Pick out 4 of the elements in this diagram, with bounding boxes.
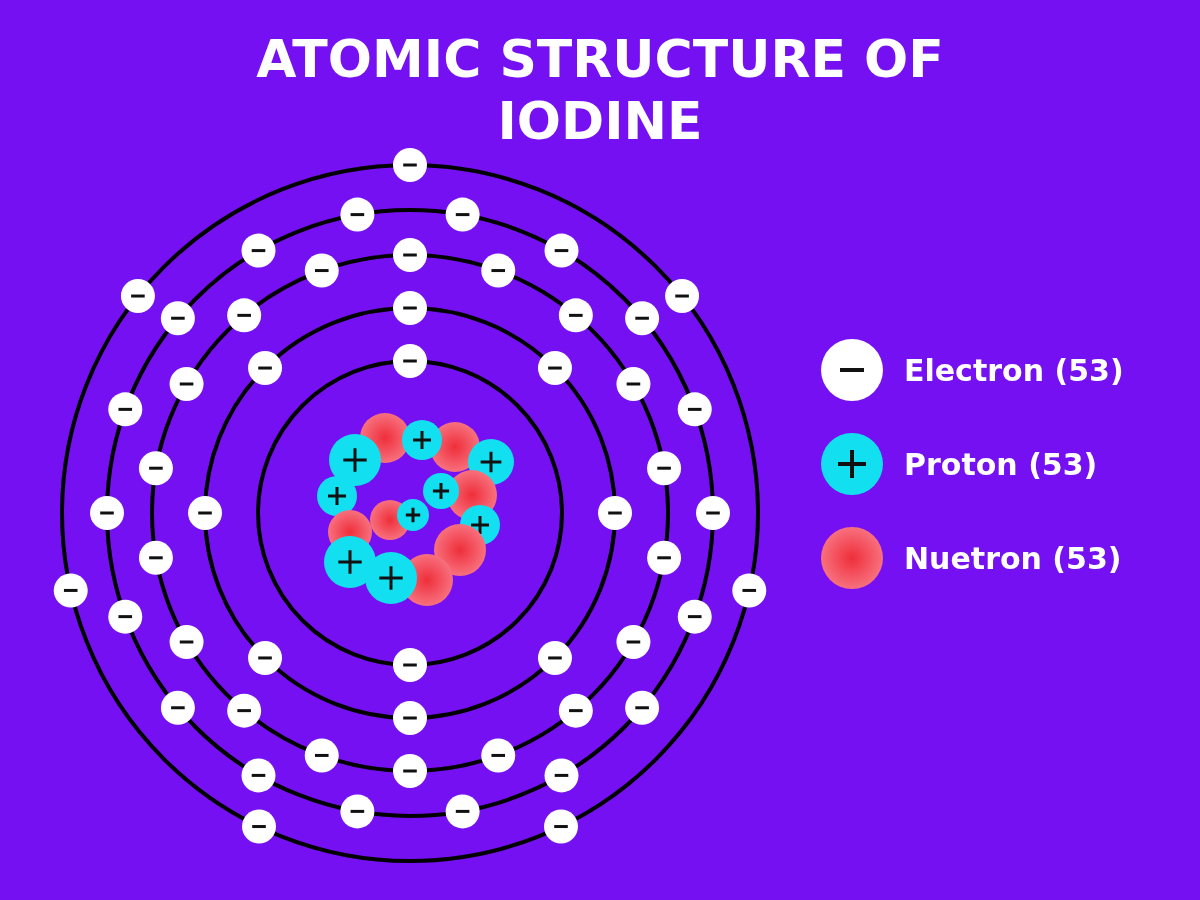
title: ATOMIC STRUCTURE OF IODINE — [255, 28, 945, 152]
legend-label: Proton (53) — [904, 446, 1098, 482]
legend-label: Nuetron (53) — [904, 540, 1122, 576]
legend-label: Electron (53) — [904, 352, 1124, 388]
